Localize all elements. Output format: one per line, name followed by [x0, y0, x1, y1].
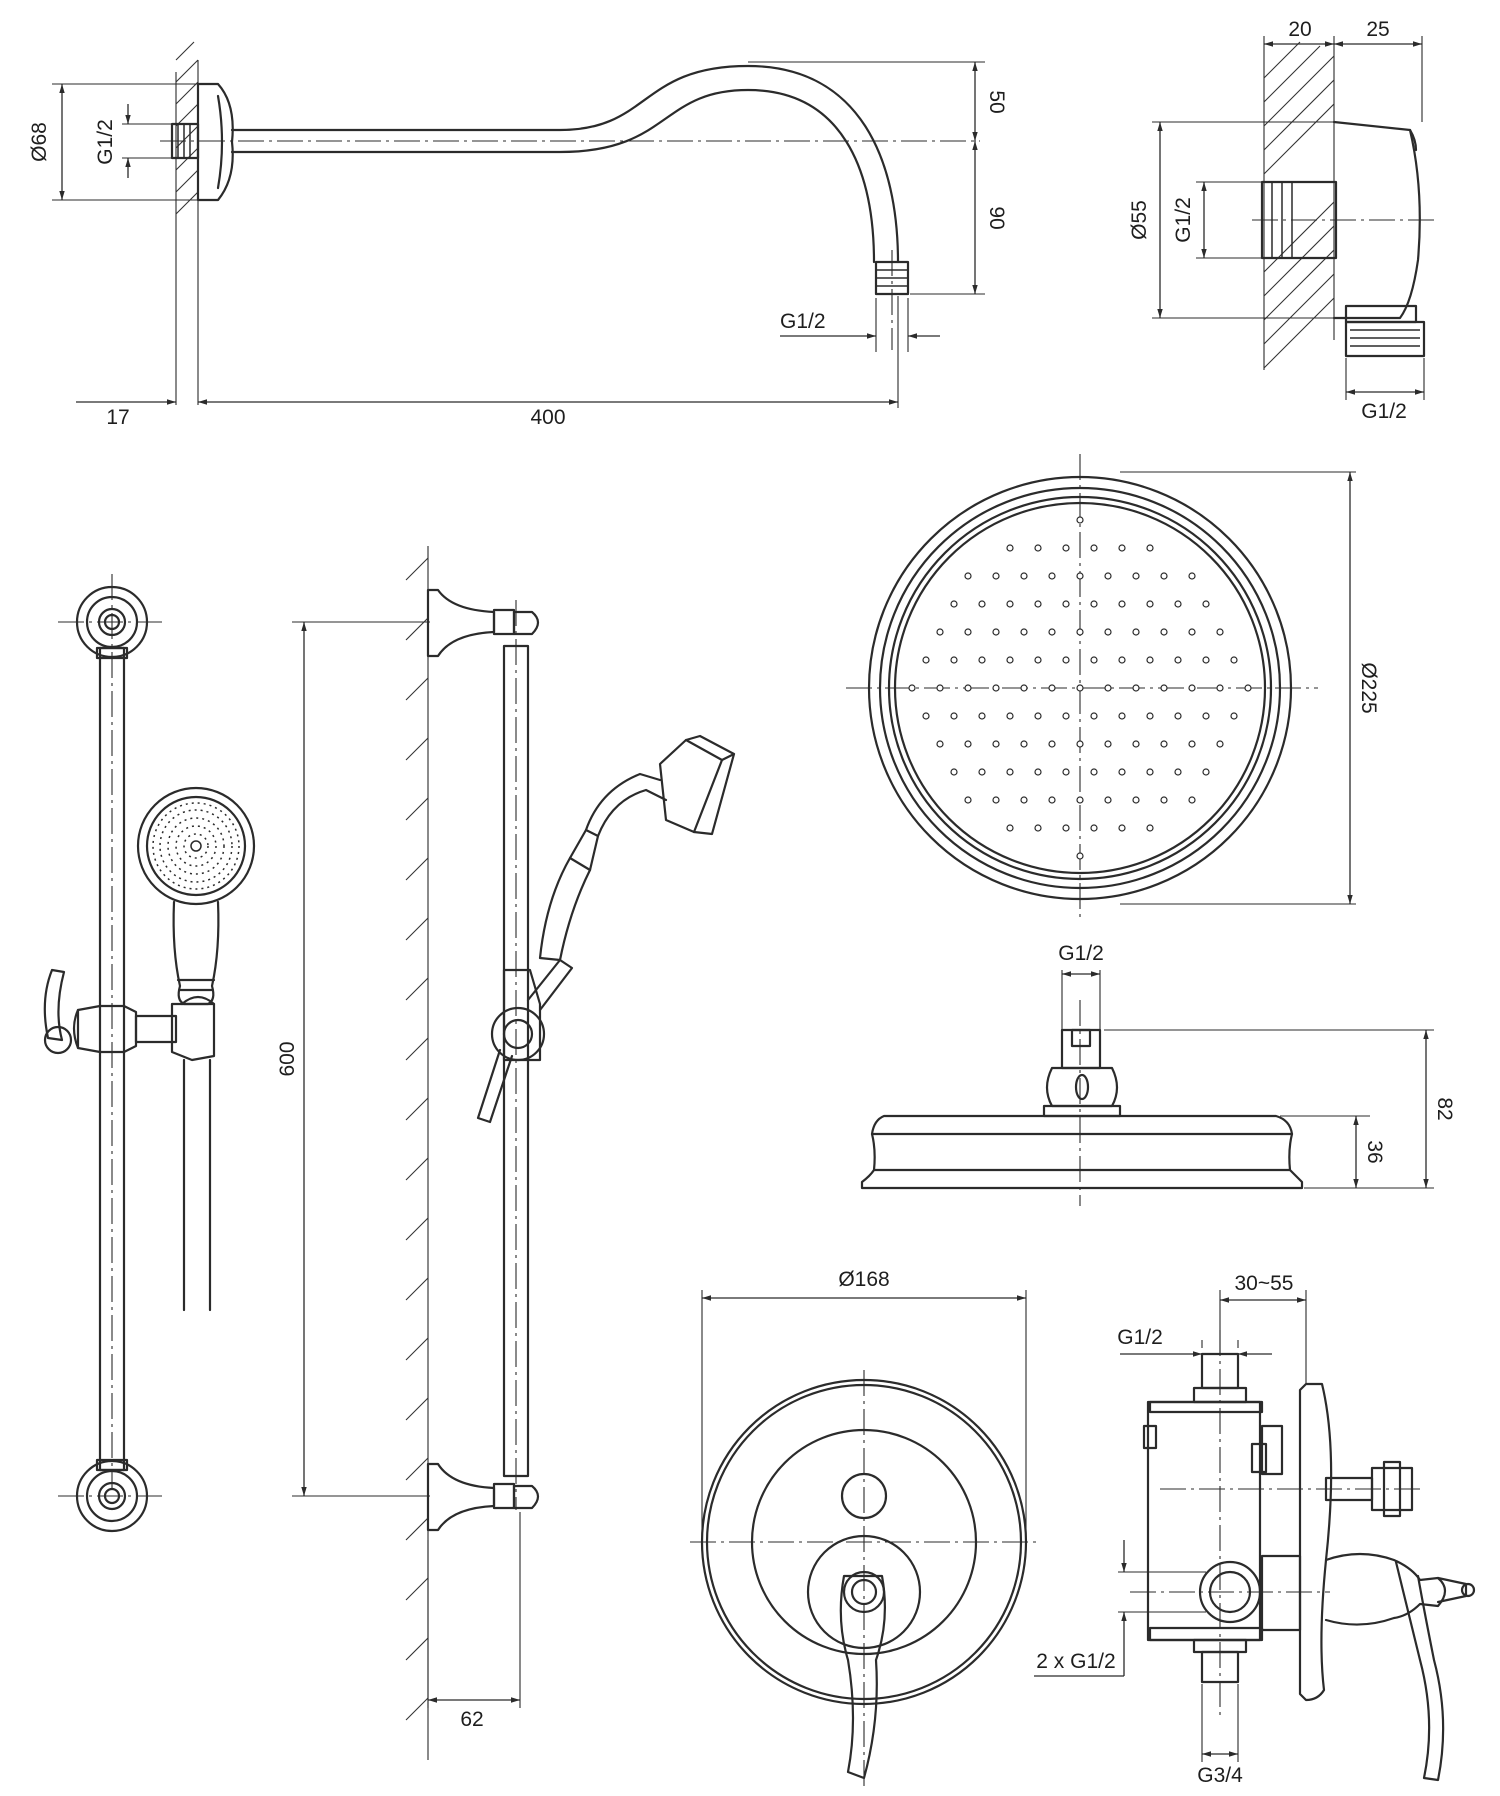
arm-flange-depth-label: 17	[106, 406, 129, 429]
wall-elbow-view: 20 25 Ø55 G1/2 G1/2	[1128, 18, 1436, 423]
rail-length-label: 600	[276, 1041, 299, 1076]
elbow-wall-depth-label: 20	[1288, 18, 1311, 41]
arm-inlet-thread-label: G1/2	[94, 119, 117, 165]
shower-head-top-view: Ø225	[846, 454, 1380, 922]
elbow-outlet-thread-label: G1/2	[1361, 400, 1407, 423]
arm-wall-hatching	[175, 41, 199, 215]
shower-arm-view: Ø68 G1/2 50 90 G1/2 17 400	[28, 41, 1008, 429]
slide-rail-side-view	[405, 546, 736, 1760]
slide-rail-front-view	[43, 574, 256, 1533]
elbow-projection-label: 25	[1366, 18, 1389, 41]
elbow-inlet-thread-label: G1/2	[1172, 197, 1195, 243]
shower-head-diameter-label: Ø225	[1357, 662, 1380, 713]
mixer-top-thread-label: G1/2	[1117, 1326, 1163, 1349]
shower-head-thickness-label: 36	[1363, 1140, 1386, 1163]
mixer-side-threads-label: 2 x G1/2	[1036, 1650, 1115, 1673]
plate-diameter-label: Ø168	[838, 1268, 889, 1291]
mixer-plate-front-view: Ø168	[690, 1268, 1040, 1790]
mixer-depth-label: 30~55	[1235, 1272, 1294, 1295]
arm-drop-label: 90	[985, 206, 1008, 229]
rail-dimensions: 600 62	[276, 621, 521, 1731]
rail-wall-hatching	[405, 557, 429, 1721]
shower-head-thread-label: G1/2	[1058, 942, 1104, 965]
rail-projection-label: 62	[460, 1708, 483, 1731]
elbow-wall-hatching	[1263, 41, 1335, 369]
arm-diameter-label: Ø68	[28, 122, 51, 162]
shower-head-height-label: 82	[1433, 1097, 1456, 1120]
arm-length-label: 400	[530, 406, 565, 429]
mixer-body-side-view: 30~55 G1/2 2 x G1/2 G3/4	[1034, 1272, 1476, 1787]
arm-rise-label: 50	[985, 90, 1008, 113]
arm-outlet-thread-label: G1/2	[780, 310, 826, 333]
elbow-diameter-label: Ø55	[1128, 200, 1151, 240]
shower-head-nozzles	[908, 516, 1252, 860]
handshower-nozzles	[152, 802, 240, 890]
mixer-bottom-thread-label: G3/4	[1197, 1764, 1243, 1787]
shower-head-side-view: G1/2 82 36	[860, 942, 1456, 1206]
